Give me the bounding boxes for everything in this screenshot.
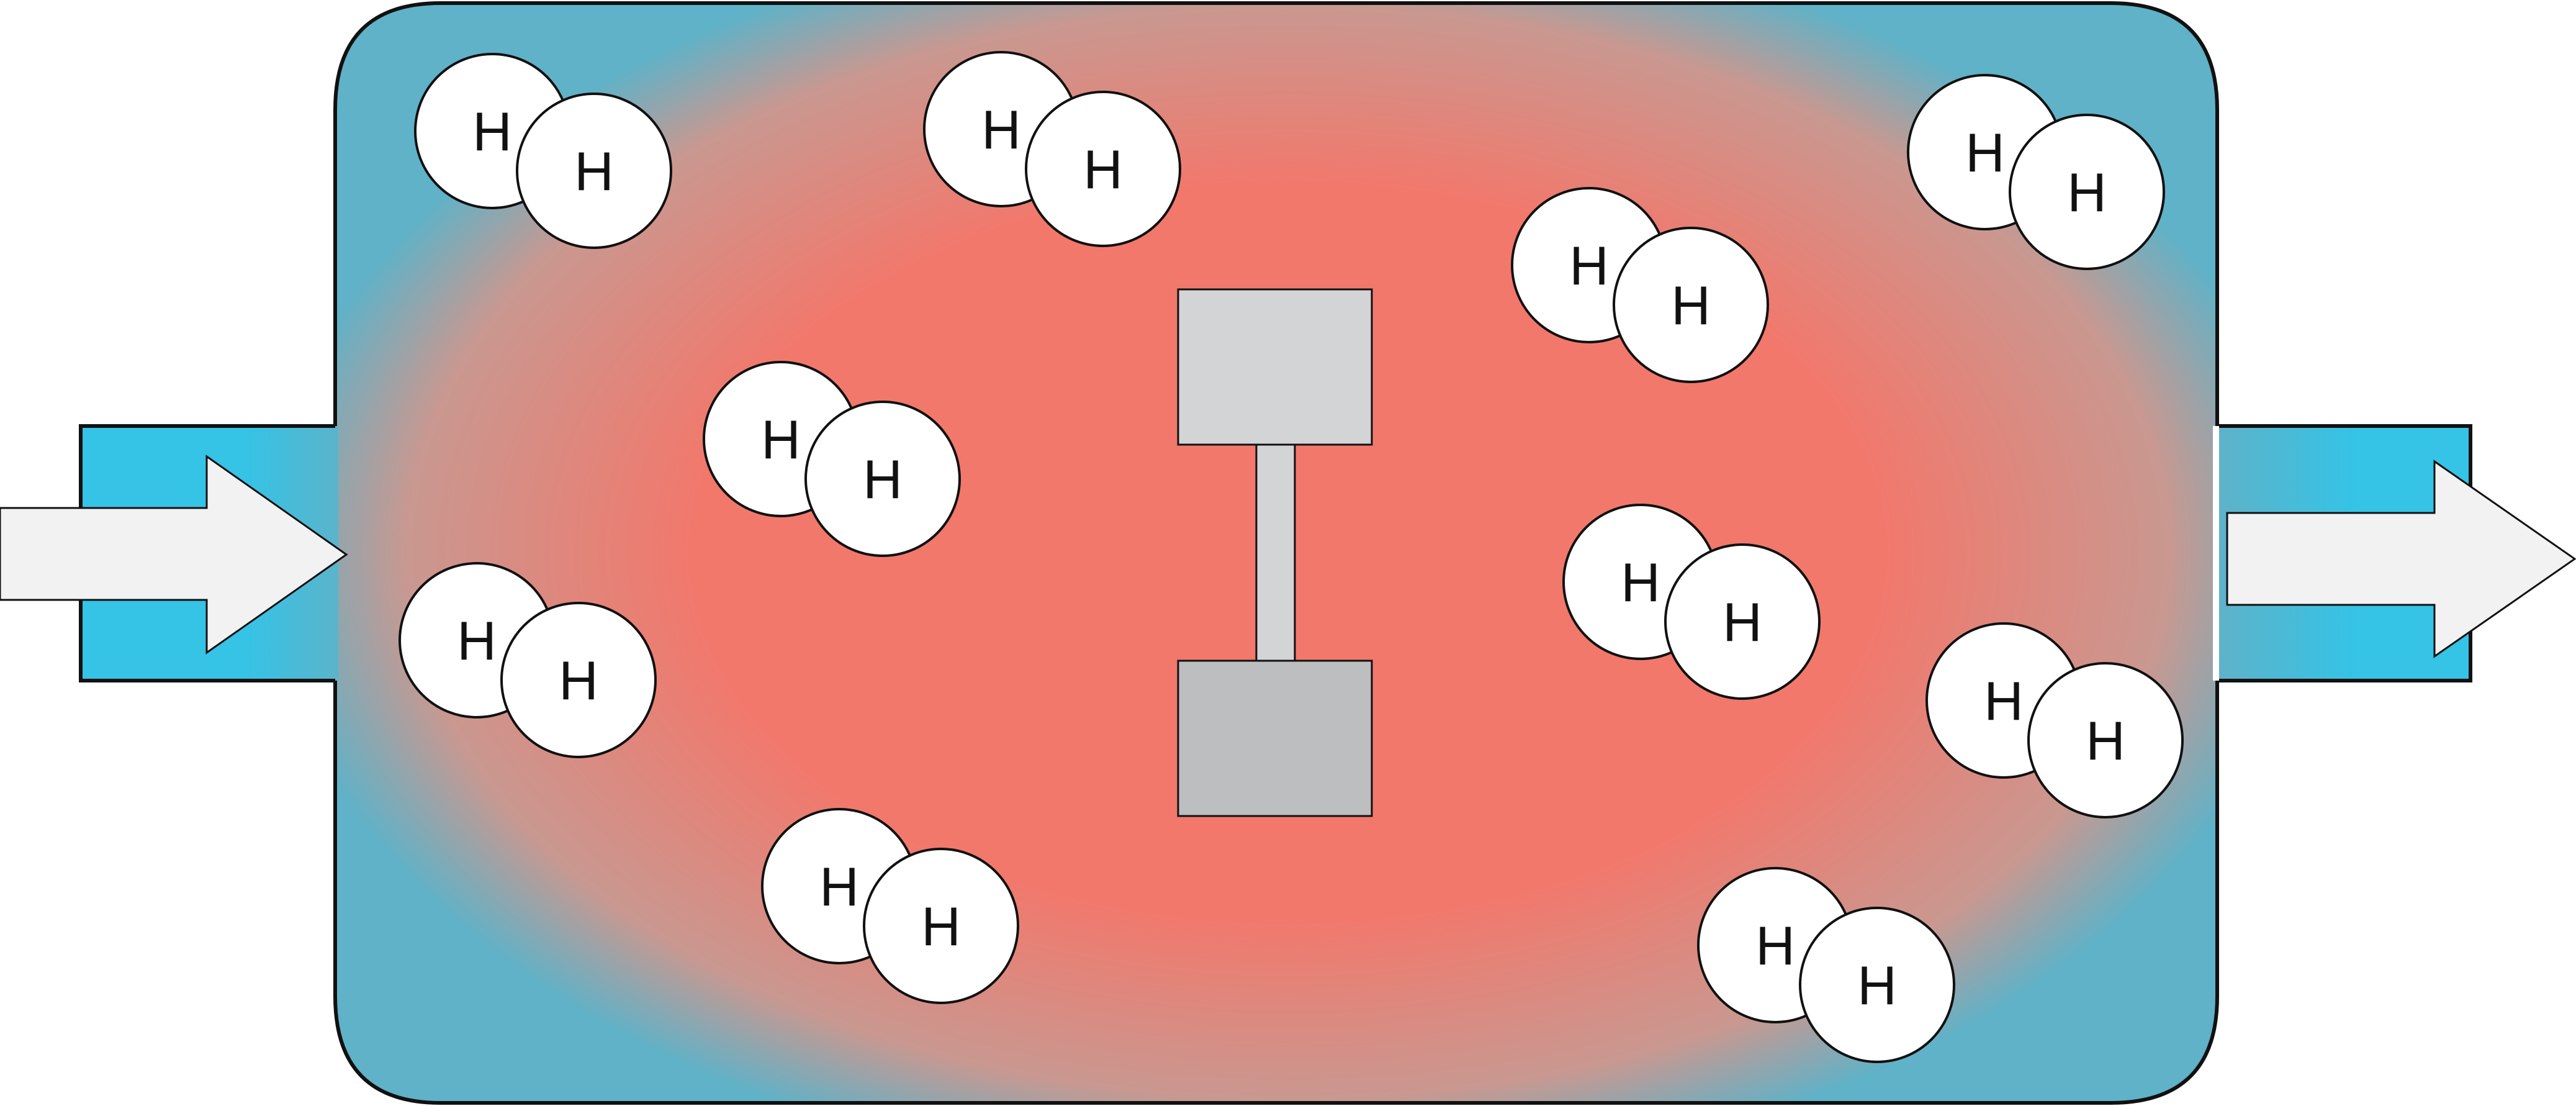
h2-molecule: HH: [1562, 504, 1821, 700]
hydrogen-atom: [1613, 227, 1769, 383]
h2-molecule: HH: [399, 562, 657, 758]
hydrogen-atom-label: H: [2067, 161, 2107, 223]
hydrogen-atom: [2009, 114, 2165, 270]
hydrogen-atom-label: H: [1984, 670, 2024, 732]
hydrogen-atom-label: H: [1857, 954, 1897, 1016]
hydrogen-atom-label: H: [2086, 710, 2125, 771]
hydrogen-atom-label: H: [863, 448, 903, 510]
hydrogen-atom: [863, 848, 1019, 1004]
hydrogen-atom: [1799, 907, 1955, 1063]
tensile-specimen: [1177, 288, 1373, 817]
specimen-gauge-section: [1255, 443, 1296, 662]
h2-molecule: HH: [1907, 74, 2165, 270]
hydrogen-atom-label: H: [559, 650, 598, 711]
specimen-top-grip: [1177, 288, 1373, 446]
hydrogen-atom-label: H: [1621, 551, 1660, 613]
hydrogen-atom-label: H: [1755, 915, 1795, 976]
hydrogen-atom-label: H: [457, 610, 497, 671]
h2-molecule: HH: [1511, 187, 1769, 383]
h2-molecule: HH: [414, 53, 672, 249]
hydrogen-atom-label: H: [1569, 235, 1609, 296]
h2-molecule: HH: [923, 51, 1181, 247]
hydrogen-atom: [2027, 662, 2184, 818]
h2-molecule: HH: [703, 361, 961, 557]
chamber-outline: [333, 1, 2219, 1105]
inlet-arrow-icon: [0, 455, 348, 655]
h2-molecule: HH: [1697, 867, 1955, 1063]
hydrogen-atom-label: H: [472, 101, 512, 162]
hydrogen-atom-label: H: [819, 856, 859, 917]
hydrogen-atom: [1025, 91, 1181, 247]
h2-molecule: HH: [1925, 622, 2184, 818]
hydrogen-atom-label: H: [1723, 591, 1762, 653]
hydrogen-atom: [500, 602, 657, 758]
hydrogen-atom-label: H: [761, 409, 801, 470]
hydrogen-atom: [1664, 543, 1821, 700]
hydrogen-atom-label: H: [1671, 274, 1711, 336]
specimen-bottom-grip: [1177, 660, 1373, 817]
outlet-arrow-icon: [2226, 460, 2576, 658]
hydrogen-atom: [804, 401, 961, 557]
hydrogen-atom-label: H: [921, 895, 961, 957]
h2-molecule: HH: [761, 808, 1019, 1004]
hydrogen-atom-label: H: [1083, 138, 1123, 200]
hydrogen-atom-label: H: [981, 99, 1021, 160]
hydrogen-atom-label: H: [574, 140, 614, 202]
hydrogen-atom-label: H: [1965, 122, 2005, 183]
hydrogen-atom: [516, 93, 672, 249]
